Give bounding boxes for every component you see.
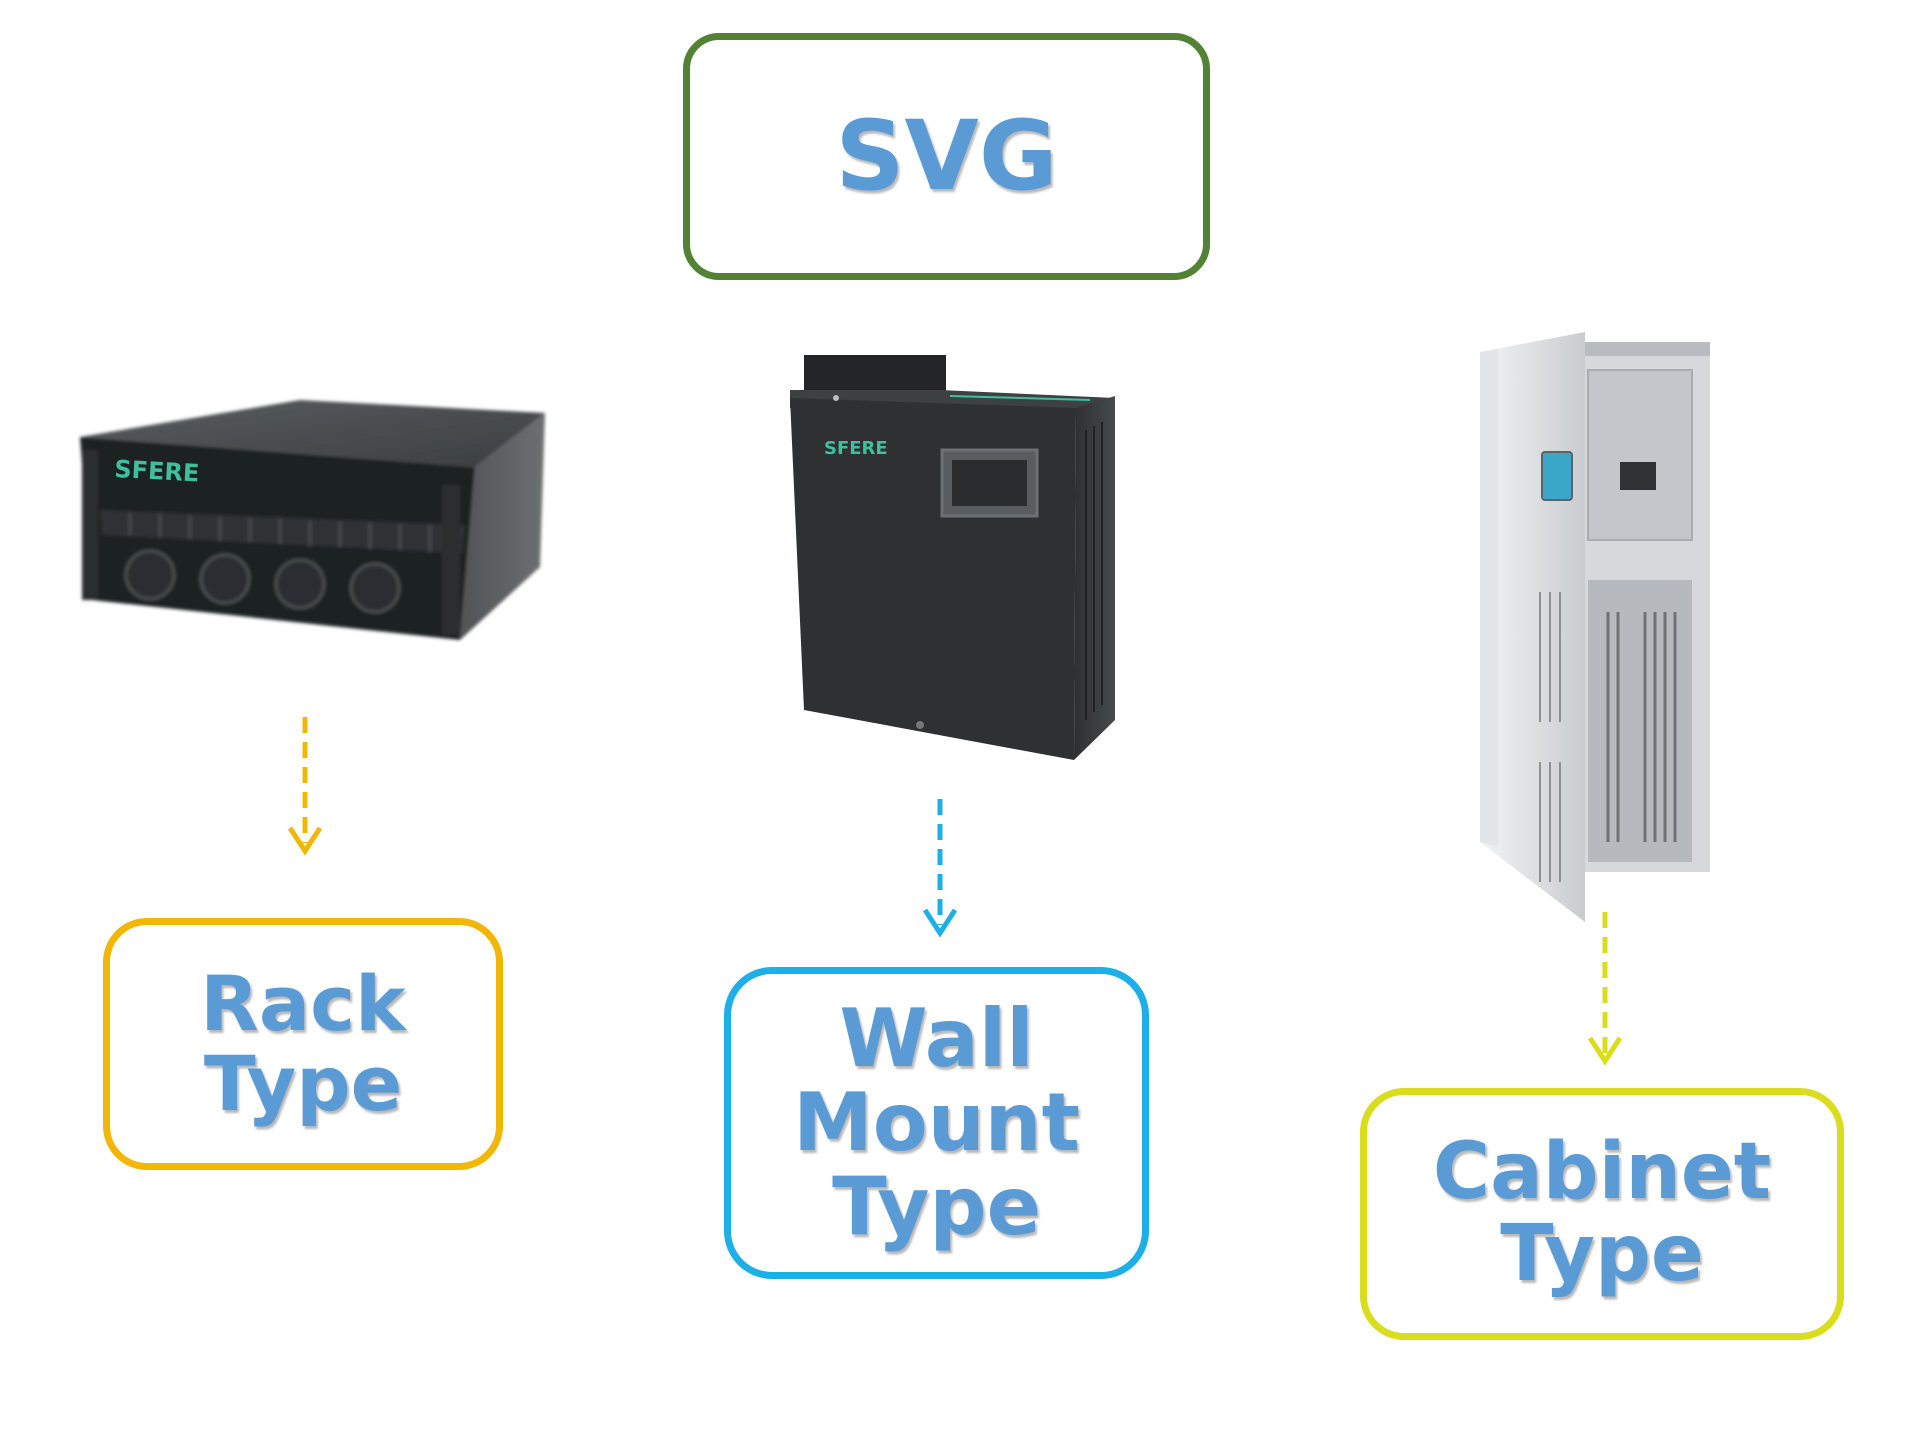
rack-device-image: SFERE [80,400,545,640]
rack-type-label-line1: Rack [200,959,406,1049]
cabinet-type-label-line1: Cabinet [1432,1127,1772,1218]
cabinet-down-arrow [1587,912,1623,1066]
svg-root-box: SVG [683,33,1210,280]
wall-mount-type-box: Wall Mount Type [724,967,1149,1279]
rack-type-label-line2: Type [203,1039,403,1128]
rack-type-box: Rack Type [103,918,503,1170]
wall-mount-type-label-line3: Type [832,1160,1041,1253]
wall-brand-logo: SFERE [824,438,888,459]
rack-down-arrow [287,717,323,856]
wall-mount-device-image: SFERE [790,355,1115,760]
wall-mount-type-label-line1: Wall [839,992,1034,1085]
cabinet-device-image [1480,332,1710,922]
cabinet-type-label-line2: Type [1500,1209,1704,1299]
svg-root-label: SVG [835,100,1058,213]
rack-brand-logo: SFERE [114,455,200,487]
wall-mount-type-label-line2: Mount [793,1076,1080,1169]
cabinet-type-box: Cabinet Type [1360,1088,1844,1340]
wall-mount-down-arrow [922,799,958,938]
